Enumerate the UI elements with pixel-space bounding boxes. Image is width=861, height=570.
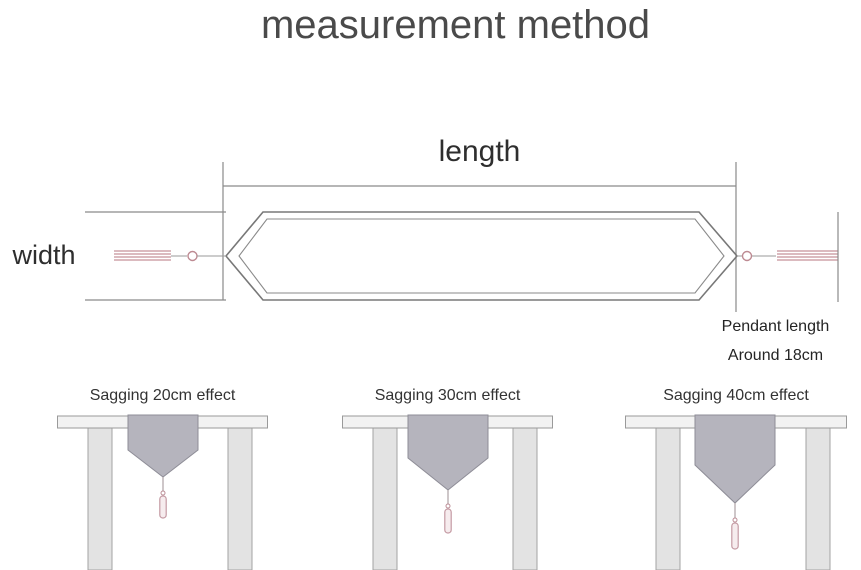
figure-caption: Sagging 40cm effect bbox=[663, 387, 809, 404]
table-leg-right bbox=[512, 427, 538, 570]
runner-drape bbox=[127, 414, 199, 478]
sagging-30-illustration bbox=[342, 414, 553, 570]
pendant-length-line1: Pendant length bbox=[721, 318, 830, 335]
table-leg-left bbox=[87, 427, 113, 570]
runner-measurement-diagram bbox=[85, 162, 839, 312]
runner-drape bbox=[694, 414, 776, 504]
length-label: length bbox=[438, 135, 521, 168]
pendant-length-line2: Around 18cm bbox=[727, 347, 824, 364]
tassel-icon bbox=[731, 503, 739, 550]
runner-drape bbox=[407, 414, 489, 491]
width-label: width bbox=[12, 240, 76, 270]
pendant-length-label: Pendant length Around 18cm bbox=[690, 312, 861, 370]
sagging-30-figure: Sagging 30cm effect bbox=[340, 386, 555, 570]
sagging-20-illustration bbox=[57, 414, 268, 570]
figure-caption: Sagging 30cm effect bbox=[374, 387, 521, 404]
sagging-40-figure: Sagging 40cm effect bbox=[623, 386, 849, 570]
right-tassel-icon bbox=[737, 212, 839, 302]
table-leg-left bbox=[372, 427, 398, 570]
page-title: measurement method bbox=[260, 3, 651, 47]
tassel-icon bbox=[444, 490, 452, 534]
table-runner-outline bbox=[224, 211, 739, 301]
tassel-icon bbox=[159, 477, 167, 519]
sagging-40-illustration bbox=[625, 414, 847, 570]
table-leg-left bbox=[655, 427, 681, 570]
figure-caption: Sagging 20cm effect bbox=[89, 387, 236, 404]
length-measure-lines bbox=[222, 162, 737, 312]
width-measure-lines bbox=[85, 211, 226, 301]
sagging-20-figure: Sagging 20cm effect bbox=[55, 386, 270, 570]
left-tassel-icon bbox=[114, 250, 226, 262]
table-leg-right bbox=[805, 427, 831, 570]
table-leg-right bbox=[227, 427, 253, 570]
